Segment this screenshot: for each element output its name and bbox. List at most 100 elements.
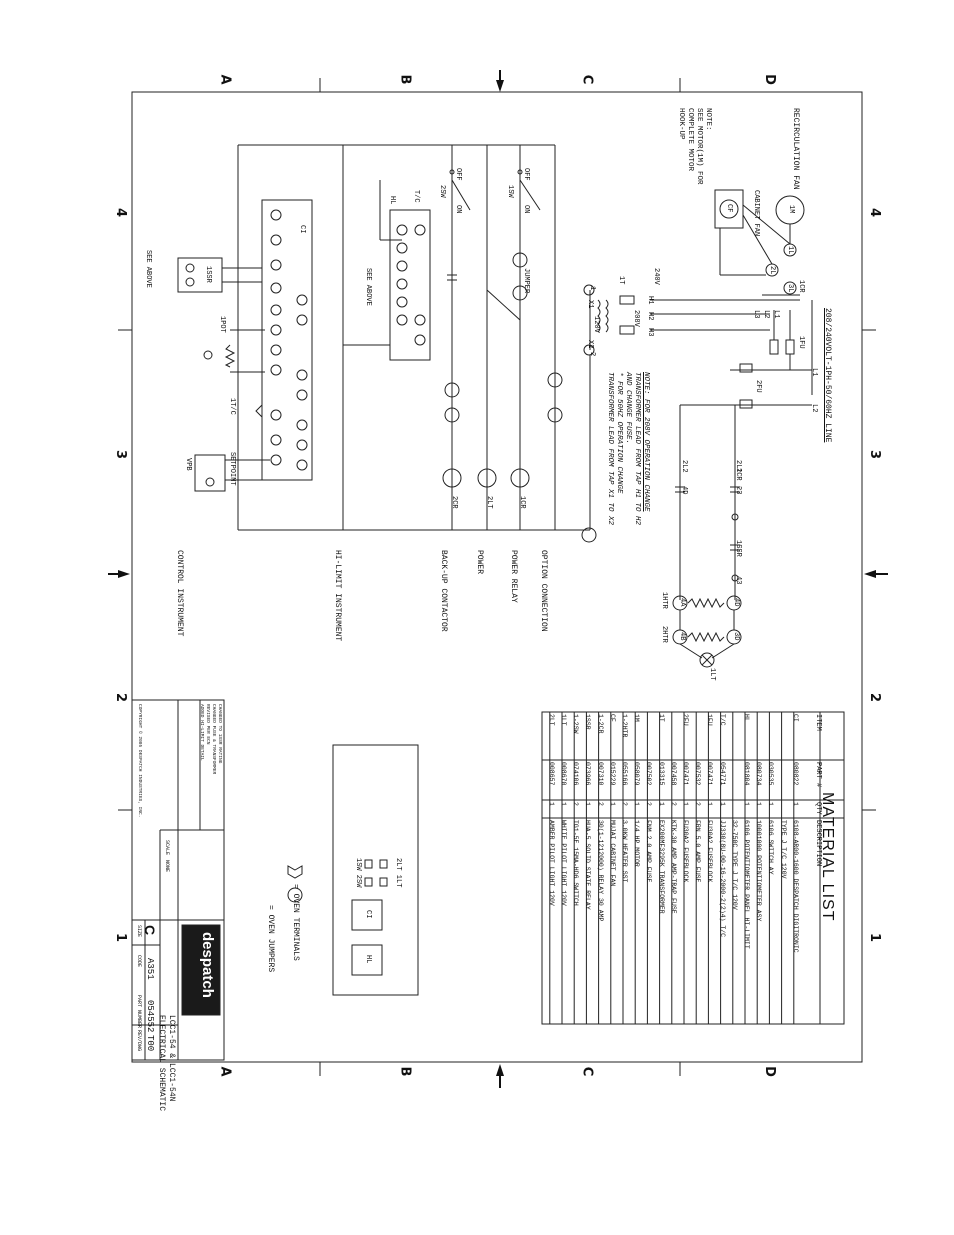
relay-1cr-coil — [510, 468, 530, 488]
setpoint-box — [194, 454, 226, 492]
drawing-border — [131, 91, 863, 1063]
material-list-cell: 1 — [547, 802, 555, 806]
terminal-23: 23 — [734, 486, 742, 495]
material-list-cell: JJ330(8U-00-16-2000-2(2)4) T/C — [718, 820, 726, 938]
note-line: TRANSFORMER LEAD FROM TAP X1 TO X2 — [606, 372, 614, 526]
material-list-cell: 1 — [560, 802, 567, 806]
heater-1-label: 1HTR — [660, 592, 668, 609]
panel-ci-label: CI — [364, 910, 372, 919]
material-list-cell: 055166 — [621, 762, 628, 786]
material-list-cell: 1 — [743, 802, 750, 806]
l2-label: L2 — [810, 404, 818, 413]
transformer-note: NOTE: FOR 208V OPERATION CHANGE TRANSFOR… — [605, 372, 650, 525]
ssr-box — [177, 257, 223, 293]
material-list-cell: 1 — [657, 802, 665, 806]
copyright-line: COPYRIGHT © 2005 DESPATCH INDUSTRIES, IN… — [137, 704, 142, 818]
zone-number-right: 3 — [867, 449, 883, 460]
material-list-cell: 081804 — [743, 762, 750, 786]
fuse-1fu-label: 1FU — [797, 336, 805, 349]
motor-note-line: NOTE: — [704, 108, 712, 131]
heater-terminal-4b: 4B — [678, 632, 686, 641]
motor-note: NOTE: SEE MOTOR(1M) FOR COMPLETE MOTOR H… — [676, 108, 712, 185]
power-line-title: 208/240VOLT-1PH-50/60HZ LINE — [823, 308, 832, 443]
material-list-header-cell: PART # — [814, 762, 822, 788]
zone-number-right: 2 — [867, 692, 883, 703]
material-list-cell: 008670 — [560, 762, 567, 786]
material-list-cell: EX200MF3295K TRANSFORMER — [657, 820, 665, 914]
terminal-2l2: 2L2 — [680, 460, 688, 473]
cabinet-fan-motor-label: CF — [725, 204, 733, 213]
tap-240-label: 240V — [652, 268, 660, 285]
tap-x1: X1 — [586, 300, 594, 309]
motor-1m-label: 1M — [787, 205, 795, 214]
motor-terminal-2l: 2L — [768, 266, 776, 275]
heater-terminal-4a: 4A — [678, 598, 686, 607]
material-list-header-cell: QTY — [814, 802, 822, 815]
tc-label: T/C — [412, 190, 420, 203]
drawing-size: C — [142, 925, 158, 936]
relay-1cr-contact-label: 1CR — [797, 280, 805, 293]
material-list-cell: FU30A2 FUSEBLOCK — [682, 820, 689, 883]
size-caption: SIZE — [136, 925, 142, 938]
zone-letter-top: D — [761, 74, 777, 85]
material-list-cell: 1 — [608, 802, 616, 806]
material-list-cell: CF — [608, 714, 616, 722]
material-list-cell: 074106 — [572, 762, 580, 786]
oven-terminal-symbol — [287, 865, 303, 879]
part-number-caption: PART NUMBER — [136, 995, 142, 1029]
see-above-label: SEE ABOVE — [144, 250, 152, 288]
pilot-lamp-1lt-label: 1LT — [708, 668, 716, 681]
material-list-cell: 10001000 POTENTIOMETER ASY — [755, 820, 763, 922]
rung-device-1ssr: 1SSR — [204, 266, 212, 283]
panel-layout — [287, 744, 419, 996]
material-list-cell: TG1-5E 15MA-HD6 SWITCH — [572, 820, 580, 906]
rung-device-setpoint: SETPOINT — [228, 452, 236, 486]
relay-2cr-contact-label: 2CR — [734, 468, 742, 481]
heater-terminal-4d: 4D — [732, 598, 740, 607]
material-list-header-cell: ITEM — [814, 714, 822, 731]
switch-1sw-on: ON — [522, 205, 530, 214]
zone-letter-bottom: B — [397, 1066, 413, 1077]
switch-1sw-label: 1SW — [506, 185, 514, 198]
material-list-cell: 2 — [694, 802, 702, 806]
scale-value: NONE — [164, 860, 170, 873]
oven-terminals-legend: = OVEN TERMINALS — [291, 884, 300, 961]
motor-terminal-1l: 1L — [786, 246, 794, 255]
zone-number-left: 2 — [113, 692, 129, 703]
material-list-cell: 6108-AR00-1600 DESPATCH DIGITRONIC — [791, 820, 799, 953]
material-list-cell: TYPE J T/C 120V — [779, 820, 787, 879]
zone-letter-bottom: D — [761, 1066, 777, 1077]
rung-label-control: CONTROL INSTRUMENT — [175, 550, 184, 637]
note-line: TRANSFORMER LEAD FROM TAP H1 TO H2 — [633, 372, 641, 526]
ladder-section — [177, 144, 597, 543]
material-list-cell: 058079 — [633, 762, 641, 786]
panel-lamps-label: 2LT 1LT — [394, 858, 402, 888]
switch-2sw-on: ON — [454, 205, 462, 214]
terminal-l3: L3 — [752, 310, 760, 319]
fuse-2fu-label: 2FU — [754, 380, 762, 393]
see-above-label-hl: SEE ABOVE — [364, 268, 372, 306]
tap-208-label: 208V — [632, 310, 640, 327]
material-list-cell: 1 — [706, 802, 714, 806]
switch-2sw-off: OFF — [454, 168, 462, 181]
sec-ref-1: 1 — [588, 286, 596, 291]
zone-number-left: 4 — [113, 207, 129, 218]
revision-entry: CHANGED FUSE & TRANSFORMER — [211, 704, 216, 775]
scale-caption: SCALE — [164, 840, 170, 856]
material-list-cell: 6106 SWITCH AY — [767, 820, 775, 875]
note-line: AND CHANGE FUSE. — [624, 372, 632, 445]
zone-number-right: 4 — [867, 207, 883, 218]
material-list-cell: 1 — [584, 802, 592, 806]
drawing-code: A351 — [145, 958, 155, 980]
title-block — [131, 699, 225, 1061]
revision: T00 — [145, 1035, 155, 1052]
center-arrows — [108, 70, 888, 1088]
material-list-cell: 080734 — [755, 762, 763, 786]
material-list-cell: 007458 — [669, 762, 677, 786]
zone-letter-bottom: A — [217, 1066, 233, 1077]
switch-1sw-off: OFF — [522, 168, 530, 181]
material-list-cell: 1 — [718, 802, 726, 806]
rung-device-2lt: 2LT — [485, 496, 493, 509]
motor-note-line: HOOK-UP — [677, 108, 685, 140]
material-list-cell: 1 — [791, 802, 799, 806]
